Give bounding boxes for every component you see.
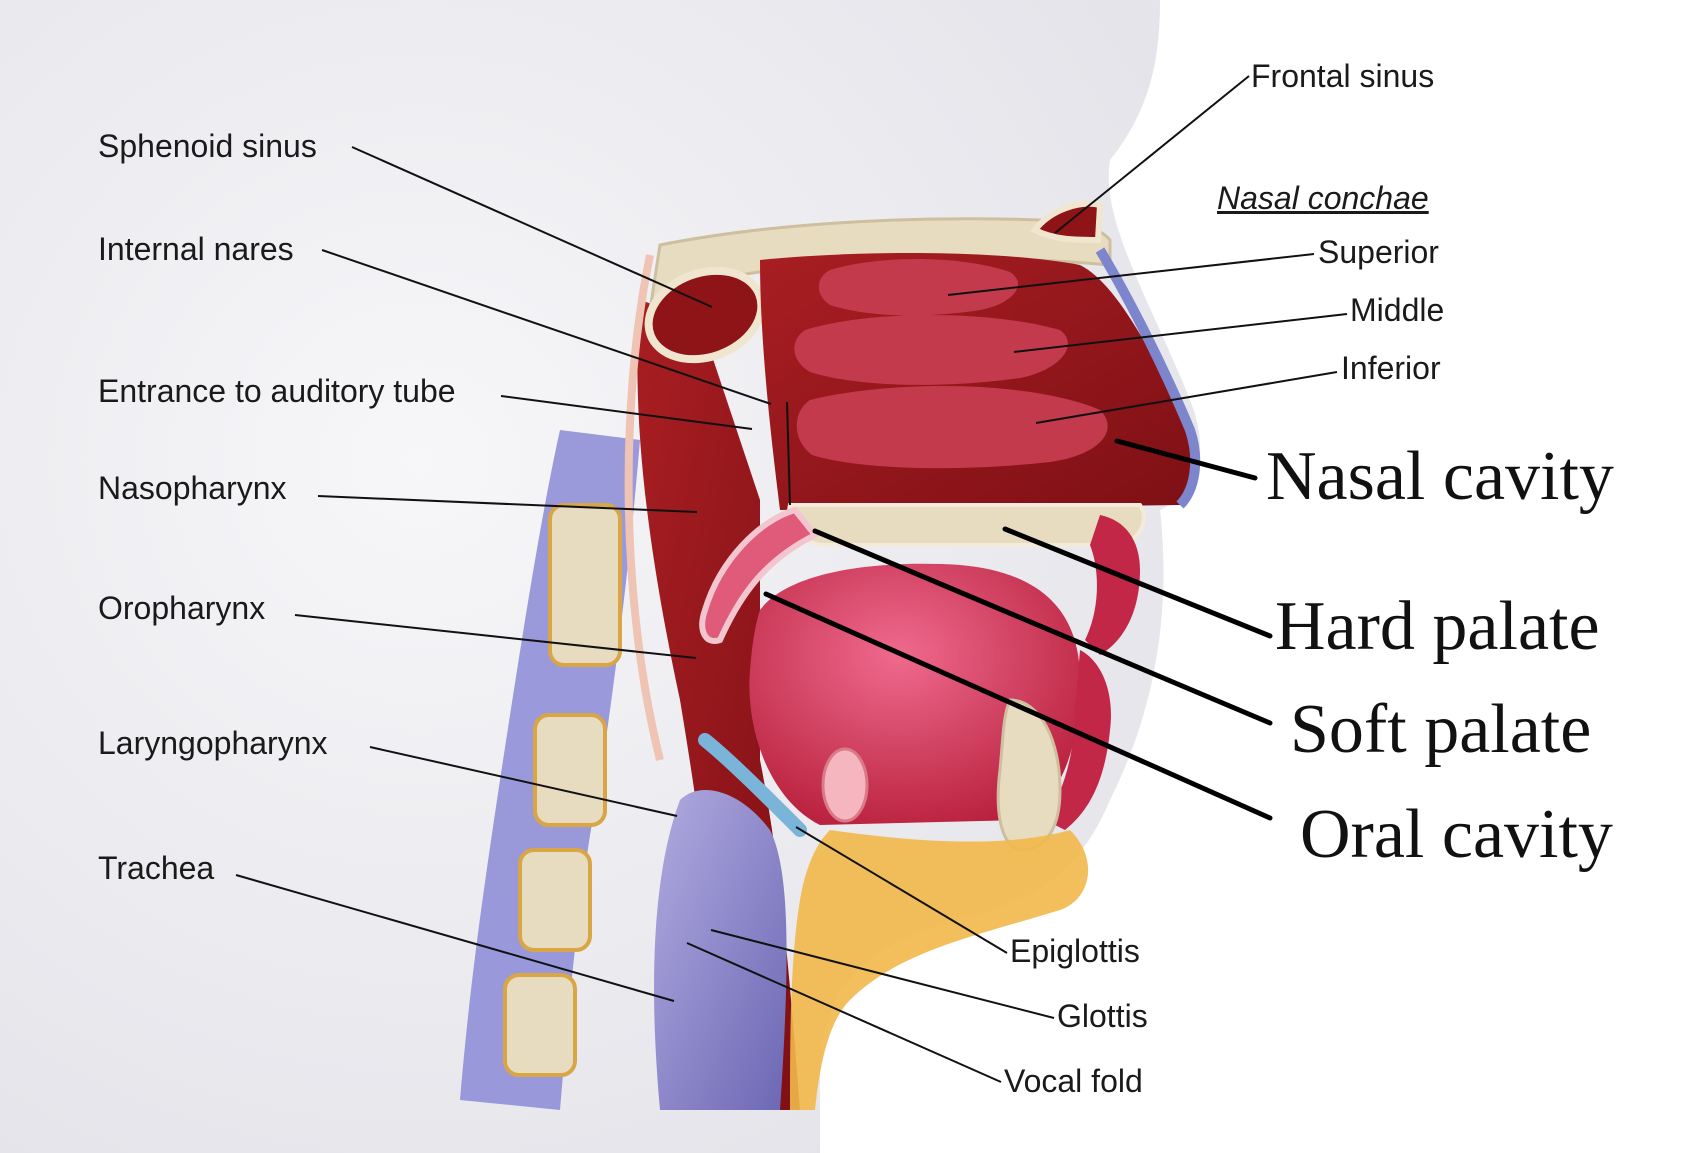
label-glottis: Glottis bbox=[1057, 1000, 1148, 1032]
label-epiglottis: Epiglottis bbox=[1010, 935, 1140, 967]
hard-palate-bone bbox=[789, 505, 1144, 545]
label-laryngopharynx: Laryngopharynx bbox=[98, 727, 327, 759]
label-oropharynx: Oropharynx bbox=[98, 592, 265, 624]
overlay-label-soft-palate: Soft palate bbox=[1290, 695, 1591, 765]
overlay-label-oral-cavity: Oral cavity bbox=[1300, 800, 1613, 870]
label-frontal-sinus: Frontal sinus bbox=[1251, 60, 1434, 92]
label-entrance-auditory-tube: Entrance to auditory tube bbox=[98, 375, 456, 407]
label-inferior: Inferior bbox=[1341, 352, 1441, 384]
label-middle: Middle bbox=[1350, 294, 1444, 326]
label-superior: Superior bbox=[1318, 236, 1439, 268]
label-nasal-conchae-heading: Nasal conchae bbox=[1217, 182, 1429, 214]
label-nasopharynx: Nasopharynx bbox=[98, 472, 287, 504]
overlay-label-nasal-cavity: Nasal cavity bbox=[1266, 442, 1614, 512]
overlay-label-hard-palate: Hard palate bbox=[1275, 592, 1600, 662]
label-internal-nares: Internal nares bbox=[98, 233, 294, 265]
label-sphenoid-sinus: Sphenoid sinus bbox=[98, 130, 317, 162]
label-vocal-fold: Vocal fold bbox=[1004, 1065, 1143, 1097]
label-trachea: Trachea bbox=[98, 852, 214, 884]
